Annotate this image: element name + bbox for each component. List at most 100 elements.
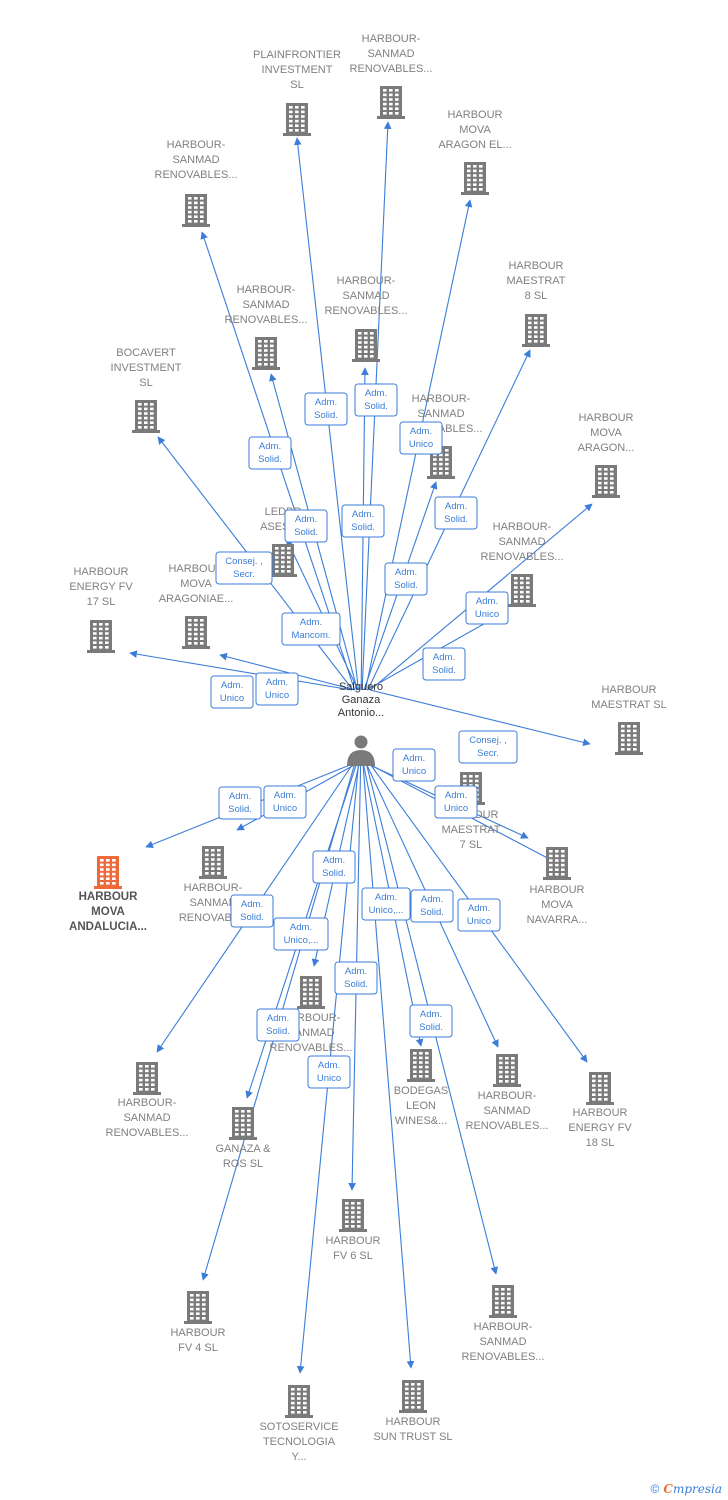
relation-label: Adm.Solid. [410,889,454,923]
relation-label-line: Unico [467,916,491,927]
company-label-line: ANDALUCIA... [69,921,147,933]
company-label-line: MAESTRAT [441,824,500,836]
building-icon [252,337,280,370]
building-icon [543,847,571,880]
company-node-hs-mid2[interactable]: HARBOUR-SANMADRENOVABLES... [325,275,408,362]
company-node-hs-lower-left[interactable]: HARBOUR-SANMADRENOVABLES... [106,1062,189,1139]
relation-label-line: Solid. [228,804,252,815]
relation-label: Adm.Solid. [284,509,328,543]
building-icon [285,1385,313,1418]
company-node-hs-mid3[interactable]: HARBOUR-SANMADRENOVABLES... [400,393,483,479]
company-label-line: MOVA [459,124,491,136]
building-icon [489,1285,517,1318]
company-label-line: ARAGON EL... [438,139,511,151]
building-icon [615,722,643,755]
relation-label: Adm.Solid. [434,496,478,530]
company-label-line: 7 SL [460,839,483,851]
company-label-line: ENERGY FV [69,581,133,593]
company-node-hs-lower-mid[interactable]: HARBOUR-SANMADRENOVABLES... [270,976,353,1054]
relation-label-line: Solid. [419,1022,443,1033]
relation-label: Adm.Unico [392,748,436,782]
company-label-line: HARBOUR- [412,393,471,405]
company-node-bodegas[interactable]: BODEGASLEONWINES&... [394,1049,448,1127]
building-icon [133,1062,161,1095]
relation-label: Adm.Solid. [354,383,398,417]
company-node-ganaza-ros[interactable]: GANAZA &ROS SL [215,1107,271,1170]
building-icon [407,1049,435,1082]
edge-to-maestrat [370,689,591,747]
relation-label: Adm.Solid. [384,562,428,596]
relation-label-line: Adm. [421,894,443,905]
relation-label-line: Adm. [318,1060,340,1071]
building-icon [508,574,536,607]
relation-label-line: Unico [402,766,426,777]
center-person-label-line: Salguero [339,681,383,693]
relation-label-line: Adm. [365,388,387,399]
company-label-line: RENOVABLES... [350,63,433,75]
company-label-line: HARBOUR [578,412,633,424]
relation-label-line: Adm. [345,966,367,977]
company-label-line: INVESTMENT [262,64,333,76]
company-node-hs-lower-right[interactable]: HARBOUR-SANMADRENOVABLES... [466,1054,549,1132]
relation-label: Adm.Mancom. [281,612,341,646]
company-node-mova-navarra[interactable]: HARBOURMOVANAVARRA... [527,847,588,926]
relation-label-line: Unico [220,693,244,704]
company-label-line: HARBOUR [572,1107,627,1119]
company-label-line: RENOVABLES... [106,1127,189,1139]
relation-label: Consej. ,Secr. [458,730,518,764]
company-label-line: HARBOUR- [167,139,226,151]
company-node-hma-aragon[interactable]: HARBOURMOVAARAGON... [578,412,635,498]
company-label-line: RENOVABL... [179,912,247,924]
company-label-line: HARBOUR [73,566,128,578]
relation-label-line: Adm. [221,680,243,691]
relation-label-line: Adm. [445,501,467,512]
company-node-hs-renovabl[interactable]: HARBOUR-SANMADRENOVABL... [179,846,247,924]
company-label-line: HARBOUR- [184,882,243,894]
relation-label-line: Adm. [290,922,312,933]
building-icon [592,465,620,498]
company-node-hs-top[interactable]: HARBOUR-SANMADRENOVABLES... [350,33,433,119]
building-icon [182,616,210,649]
nodes-layer: PLAINFRONTIERINVESTMENTSLHARBOUR-SANMADR… [69,33,667,1463]
company-label-line: TECNOLOGIA [263,1436,336,1448]
building-icon [94,856,122,889]
company-label-line: FV 4 SL [178,1342,218,1354]
footer-brand: ©Cmpresia [651,1482,722,1496]
center-person-label-line: Ganaza [342,694,381,706]
building-icon [461,162,489,195]
company-label-line: SL [139,377,152,389]
building-icon [297,976,325,1009]
relation-label: Adm.Unico [465,591,509,625]
relation-label: Adm.Solid. [312,850,356,884]
company-node-hs-bottom-right[interactable]: HARBOUR-SANMADRENOVABLES... [462,1285,545,1363]
relation-label-line: Solid. [432,665,456,676]
company-node-hs-left-top[interactable]: HARBOUR-SANMADRENOVABLES... [155,139,238,227]
company-label-line: SANMAD [417,408,464,420]
relation-labels-layer: Adm.Solid.Adm.Solid.Adm.Solid.Adm.UnicoA… [210,383,518,1089]
relation-label-line: Solid. [266,1026,290,1037]
company-node-mova-andalucia[interactable]: HARBOURMOVAANDALUCIA... [69,856,147,933]
company-label-line: ROS SL [223,1158,263,1170]
center-person-node[interactable]: SalgueroGanazaAntonio... [338,681,384,766]
company-node-hs-right[interactable]: HARBOUR-SANMADRENOVABLES... [481,521,564,607]
company-label-line: HARBOUR [508,260,563,272]
relation-label: Adm.Unico [457,898,501,932]
company-node-sotoservice[interactable]: SOTOSERVICETECNOLOGIAY... [259,1385,339,1463]
building-icon [352,329,380,362]
company-label-line: SUN TRUST SL [373,1431,452,1443]
company-label-line: Y... [291,1451,306,1463]
company-node-mova-aragoniae[interactable]: HARBOURMOVAARAGONIAE... [159,563,234,649]
company-node-hs-mid1[interactable]: HARBOUR-SANMADRENOVABLES... [225,284,308,370]
brand-logo-text: mpresia [672,1482,722,1496]
company-label-line: HARBOUR [325,1235,380,1247]
